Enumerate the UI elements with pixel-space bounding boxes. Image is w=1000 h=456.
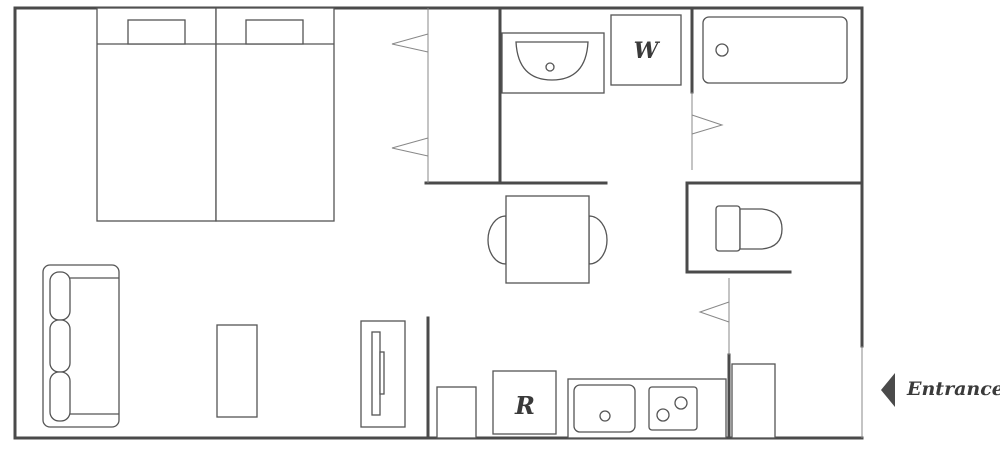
sofa: [42, 264, 120, 428]
bathtub: [702, 16, 848, 84]
entrance-label: Entrance: [906, 378, 1000, 400]
interior-walls: [424, 6, 864, 440]
tv-stand: [360, 320, 406, 428]
entrance-marker: Entrance: [881, 373, 1000, 407]
kitchen-sink: [573, 384, 636, 433]
stovetop: [648, 386, 698, 431]
closet-door-markers: [391, 33, 730, 323]
washer: W: [610, 14, 682, 86]
washer-label: W: [634, 38, 661, 64]
arrow-left-icon: [881, 373, 895, 407]
coffee-table: [216, 324, 258, 418]
kitchen-counter: [567, 378, 727, 439]
fridge-label: R: [514, 391, 535, 420]
pillow-right: [245, 19, 304, 45]
refrigerator: R: [492, 370, 557, 435]
kitchen-cabinet-left: [436, 386, 477, 439]
dining-table: [487, 195, 608, 284]
pillow-left: [127, 19, 186, 45]
twin-beds: [96, 7, 335, 222]
bathroom-sink: [501, 32, 605, 94]
kitchen-cabinet-right: [731, 363, 776, 439]
toilet: [715, 205, 783, 252]
